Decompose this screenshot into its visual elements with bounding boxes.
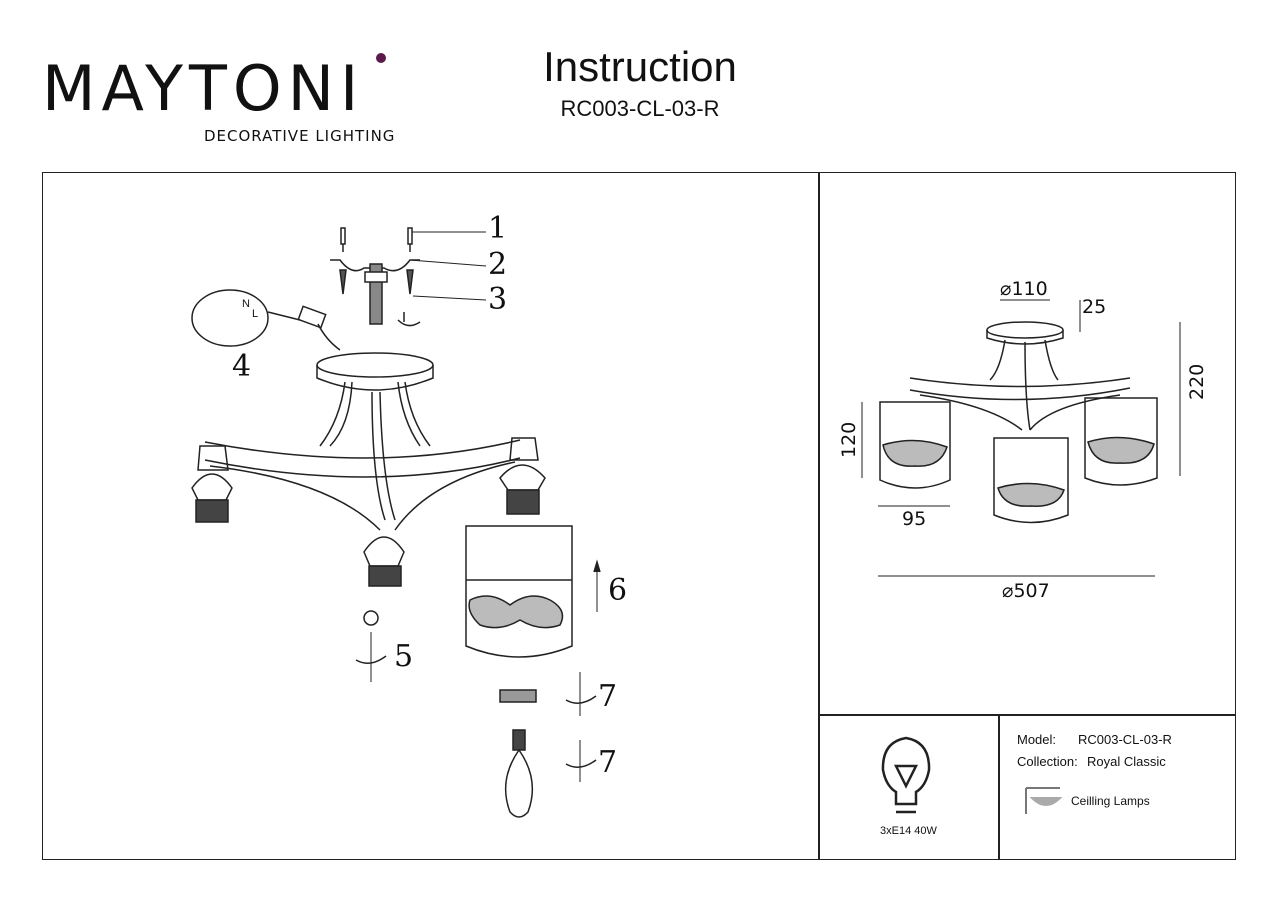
ceiling-lamp-icon — [1025, 787, 1063, 814]
dim-total-height: 220 — [1186, 363, 1208, 400]
mounting-bracket-icon — [330, 259, 420, 325]
socket-left — [191, 445, 233, 523]
collection-value: Royal Classic — [1087, 754, 1166, 769]
step-1-label: 1 — [488, 211, 508, 246]
brand-tagline: DECORATIVE LIGHTING — [204, 127, 396, 145]
collection-label: Collection: — [1017, 754, 1078, 769]
shade — [465, 525, 573, 658]
lamp-type: Ceilling Lamps — [1071, 794, 1150, 808]
dim-shade-width: 95 — [902, 508, 927, 530]
step-5-label: 5 — [394, 639, 414, 674]
rotate-arrow-icon — [397, 319, 421, 327]
terminal-detail — [191, 289, 269, 347]
spec-column-divider — [998, 714, 1000, 860]
screw-icon — [339, 269, 414, 295]
bulb-candle-icon — [504, 729, 534, 818]
step-4-label: 4 — [232, 349, 252, 384]
model-label: Model: — [1017, 732, 1057, 747]
logo-accent-dot — [376, 53, 386, 63]
step-3-label: 3 — [488, 282, 508, 317]
frame-ring — [204, 439, 521, 459]
dim-canopy-height: 25 — [1082, 296, 1107, 318]
wall-plug-icon — [340, 227, 413, 252]
arm — [319, 381, 346, 447]
cap-icon — [363, 610, 379, 626]
dim-shade-height: 120 — [838, 421, 860, 458]
step-2-label: 2 — [488, 247, 508, 282]
model-value: RC003-CL-03-R — [1078, 732, 1172, 747]
shade-ring — [499, 689, 537, 703]
instruction-frame — [42, 172, 1236, 860]
bulb-icon — [881, 736, 931, 814]
dimension-drawing — [861, 299, 1181, 577]
panel-divider — [818, 172, 820, 860]
step-7b-label: 7 — [598, 745, 618, 780]
dim-diameter: ⌀507 — [1002, 580, 1050, 602]
terminal-l-label: L — [252, 308, 259, 320]
step-6-label: 6 — [608, 573, 628, 608]
canopy — [316, 352, 434, 378]
socket-center — [363, 536, 405, 587]
page-title: Instruction — [543, 43, 737, 90]
brand-logo: MAYTONI — [42, 52, 365, 125]
terminal-n-label: N — [242, 298, 250, 310]
rotate-arrow-icon — [355, 655, 387, 664]
bulb-spec: 3xE14 40W — [880, 825, 937, 837]
dim-canopy: ⌀110 — [1000, 278, 1048, 300]
spec-divider — [818, 714, 1236, 716]
step-7a-label: 7 — [598, 679, 618, 714]
socket-right — [499, 437, 546, 515]
model-code: RC003-CL-03-R — [560, 96, 720, 121]
